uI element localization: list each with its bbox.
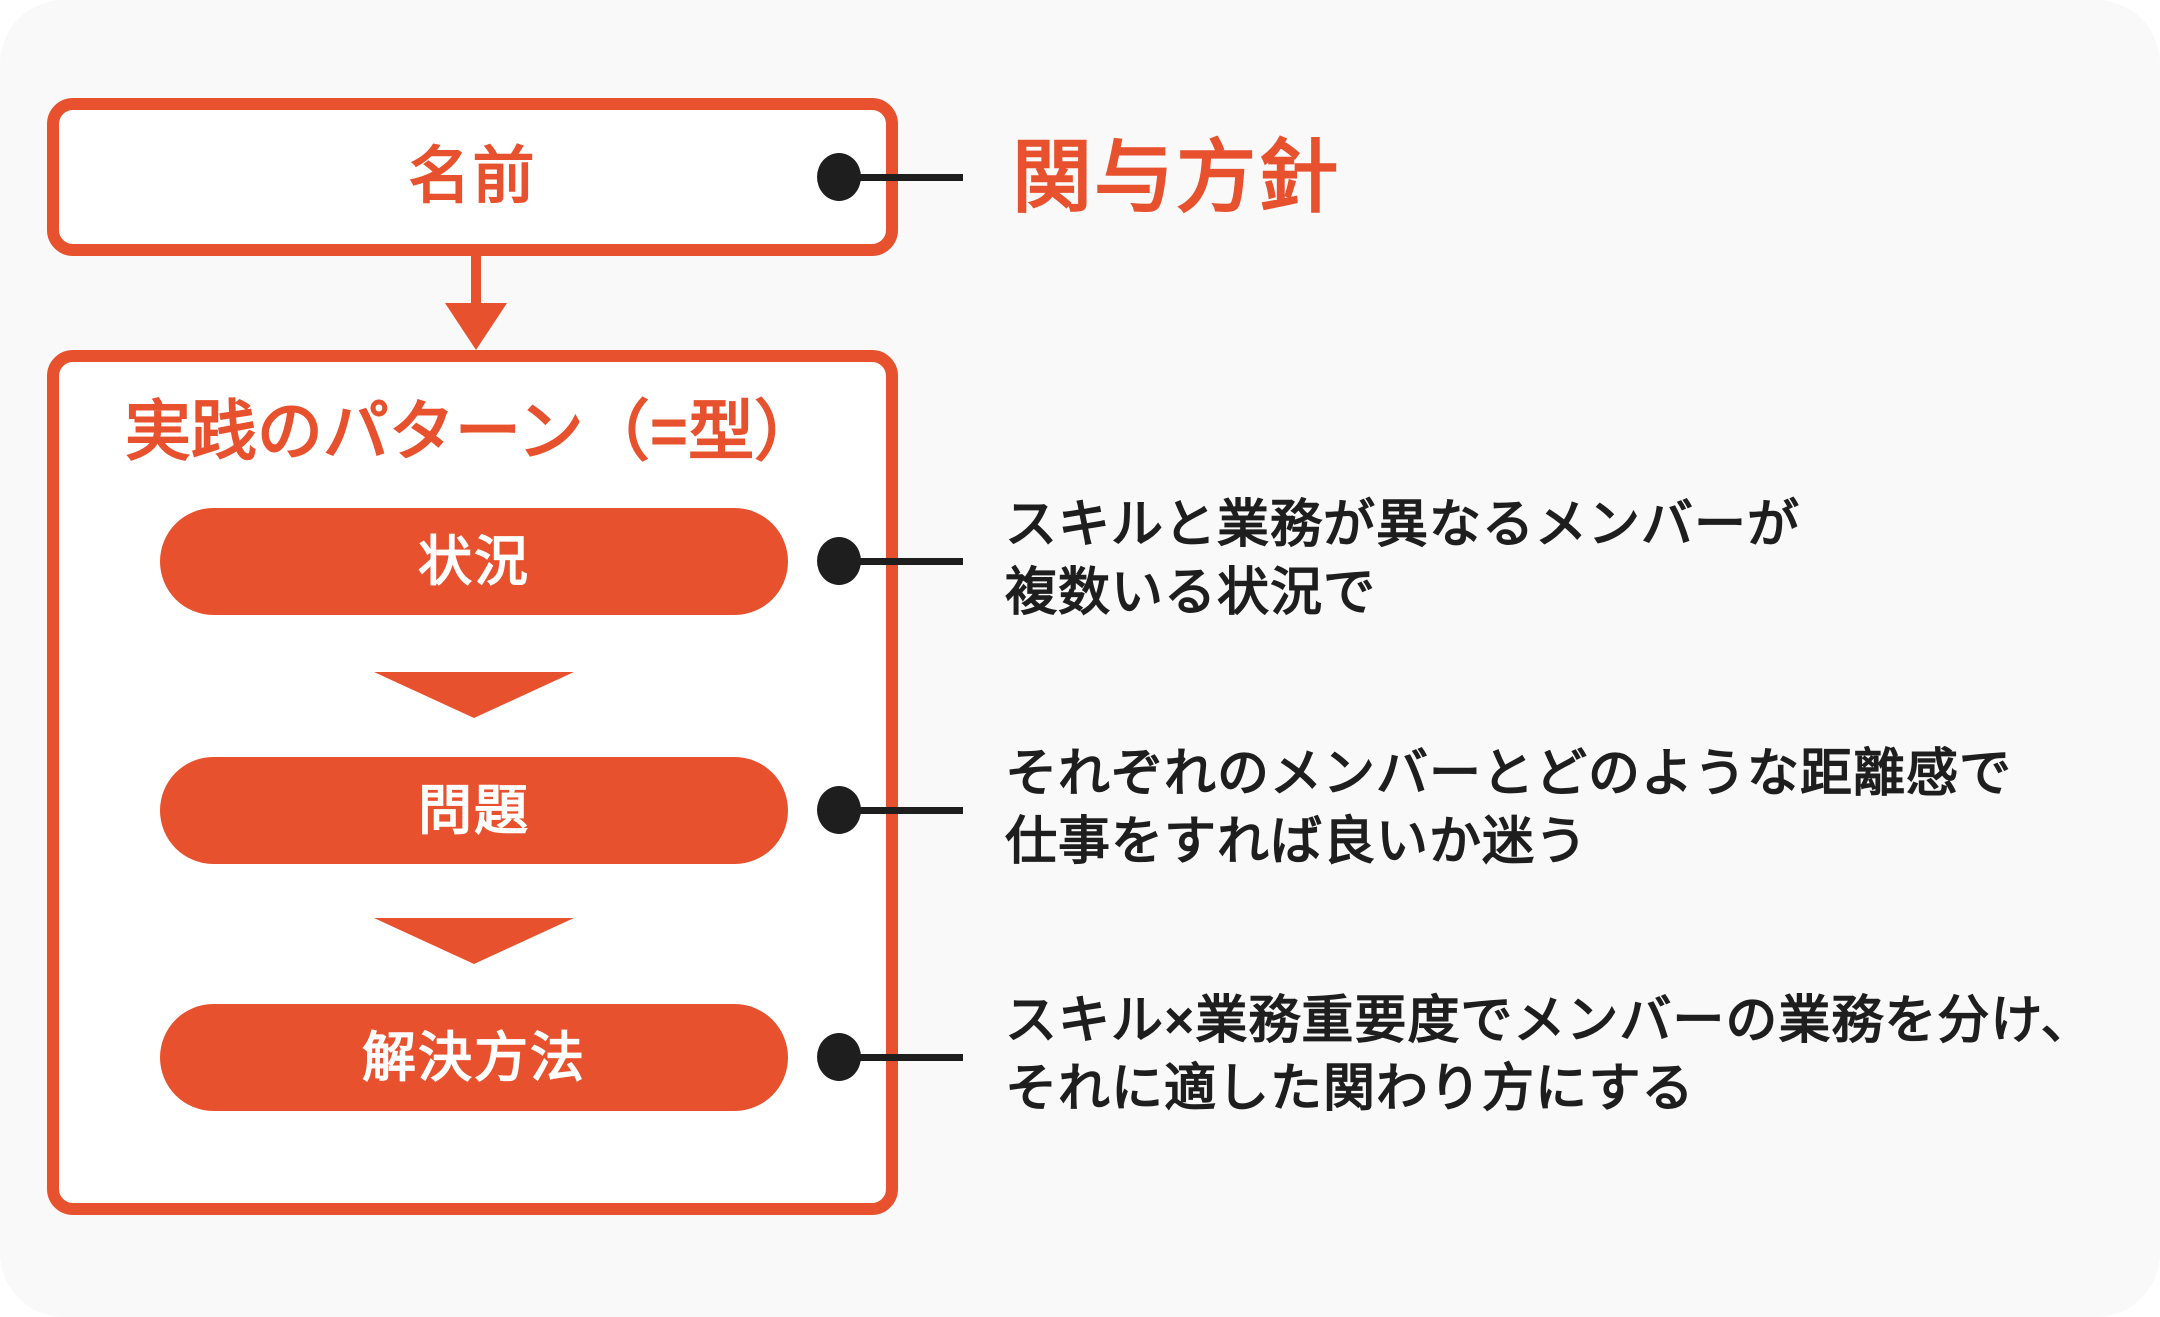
connector-line	[839, 558, 963, 565]
chevron-down-icon	[374, 918, 574, 964]
connector-line	[839, 1054, 963, 1061]
connector-dot-icon	[817, 537, 861, 585]
annotation-line: スキル×業務重要度でメンバーの業務を分け、	[1005, 992, 2094, 1050]
annotation-line: 仕事をすれば良いか迷う	[1005, 813, 1589, 871]
chevron-down-icon	[374, 672, 574, 718]
name-box: 名前	[47, 98, 898, 256]
flow-arrow-down-shaft	[471, 256, 481, 308]
engagement-policy-label: 関与方針	[1012, 133, 1340, 222]
pill-solution: 解決方法	[160, 1004, 788, 1111]
annotation-situation: スキルと業務が異なるメンバーが 複数いる状況で	[1005, 491, 1800, 627]
annotation-problem: それぞれのメンバーとどのような距離感で 仕事をすれば良いか迷う	[1005, 740, 2012, 876]
pill-problem-label: 問題	[418, 780, 530, 841]
pill-situation: 状況	[160, 508, 788, 615]
annotation-line: 複数いる状況で	[1005, 564, 1377, 622]
annotation-line: それに適した関わり方にする	[1005, 1060, 1695, 1118]
annotation-line: それぞれのメンバーとどのような距離感で	[1005, 745, 2013, 803]
connector-dot-icon	[817, 786, 861, 834]
pattern-box-title: 実践のパターン（=型）	[124, 394, 821, 468]
annotation-solution: スキル×業務重要度でメンバーの業務を分け、 それに適した関わり方にする	[1005, 987, 2094, 1123]
connector-line	[839, 807, 963, 814]
pill-problem: 問題	[160, 757, 788, 864]
connector-dot-icon	[817, 1033, 861, 1081]
annotation-line: スキルと業務が異なるメンバーが	[1005, 496, 1801, 554]
flow-arrow-down-icon	[445, 303, 507, 350]
name-box-label: 名前	[408, 142, 537, 211]
connector-line	[839, 174, 963, 181]
pill-situation-label: 状況	[418, 531, 530, 592]
connector-dot-icon	[817, 153, 861, 201]
pill-solution-label: 解決方法	[362, 1027, 586, 1088]
